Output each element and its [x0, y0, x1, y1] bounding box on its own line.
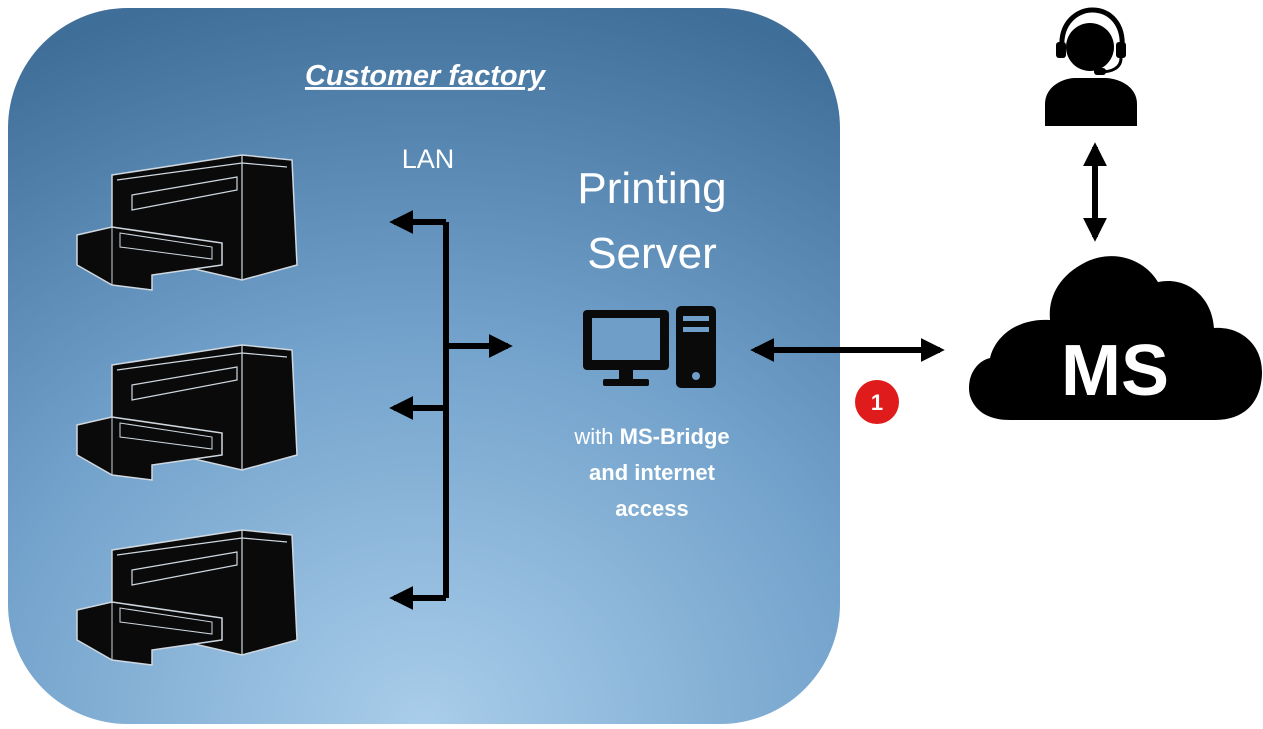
support-agent-icon [1045, 7, 1137, 126]
cloud-icon: MS [968, 256, 1262, 420]
lan-label: LAN [402, 144, 455, 174]
step-badge-number: 1 [871, 390, 883, 415]
server-caption-line3: access [615, 496, 688, 521]
step-badge: 1 [855, 380, 899, 424]
server-caption-line1: with MS-Bridge [573, 424, 729, 449]
server-caption-line2: and internet [589, 460, 716, 485]
factory-title: Customer factory [305, 60, 547, 92]
cloud-label: MS [1061, 331, 1169, 411]
server-title-line1: Printing [577, 164, 726, 213]
lan-bus [389, 210, 513, 610]
computer-monitor-icon [583, 310, 669, 386]
server-title-line2: Server [587, 229, 717, 278]
computer-tower-icon [676, 306, 716, 388]
